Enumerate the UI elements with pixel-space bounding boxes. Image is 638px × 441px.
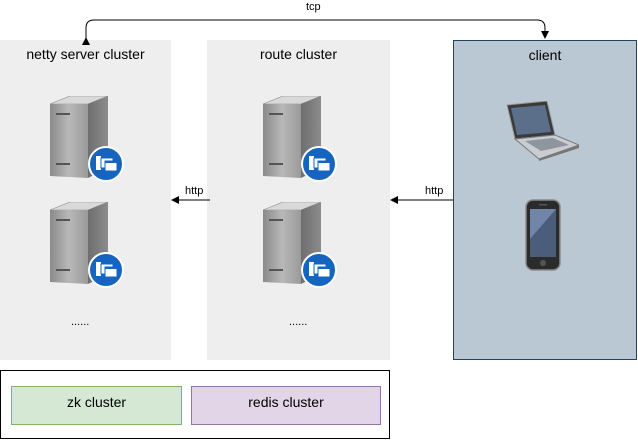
netty-more-ellipsis: ...... <box>71 316 90 328</box>
laptop-icon <box>506 101 579 161</box>
client-title: client <box>528 47 562 63</box>
route-more-ellipsis: ...... <box>289 316 308 328</box>
zk-cluster: zk cluster <box>11 386 182 425</box>
redis-cluster: redis cluster <box>191 386 381 425</box>
route-to-netty-label: http <box>183 185 206 197</box>
server-icon <box>49 96 124 182</box>
route-cluster: route cluster <box>207 40 390 360</box>
server-icon <box>49 202 124 288</box>
tcp-connector <box>82 19 549 45</box>
route-cluster-title: route cluster <box>259 46 338 62</box>
netty-server-cluster: netty server cluster <box>0 40 171 360</box>
netty-cluster-title: netty server cluster <box>26 46 145 62</box>
smartphone-icon <box>525 199 561 271</box>
client-to-route-label: http <box>423 185 446 197</box>
storage-group: zk cluster redis cluster <box>0 370 390 439</box>
tcp-label: tcp <box>304 1 323 13</box>
server-icon <box>262 202 337 288</box>
server-icon <box>262 96 337 182</box>
